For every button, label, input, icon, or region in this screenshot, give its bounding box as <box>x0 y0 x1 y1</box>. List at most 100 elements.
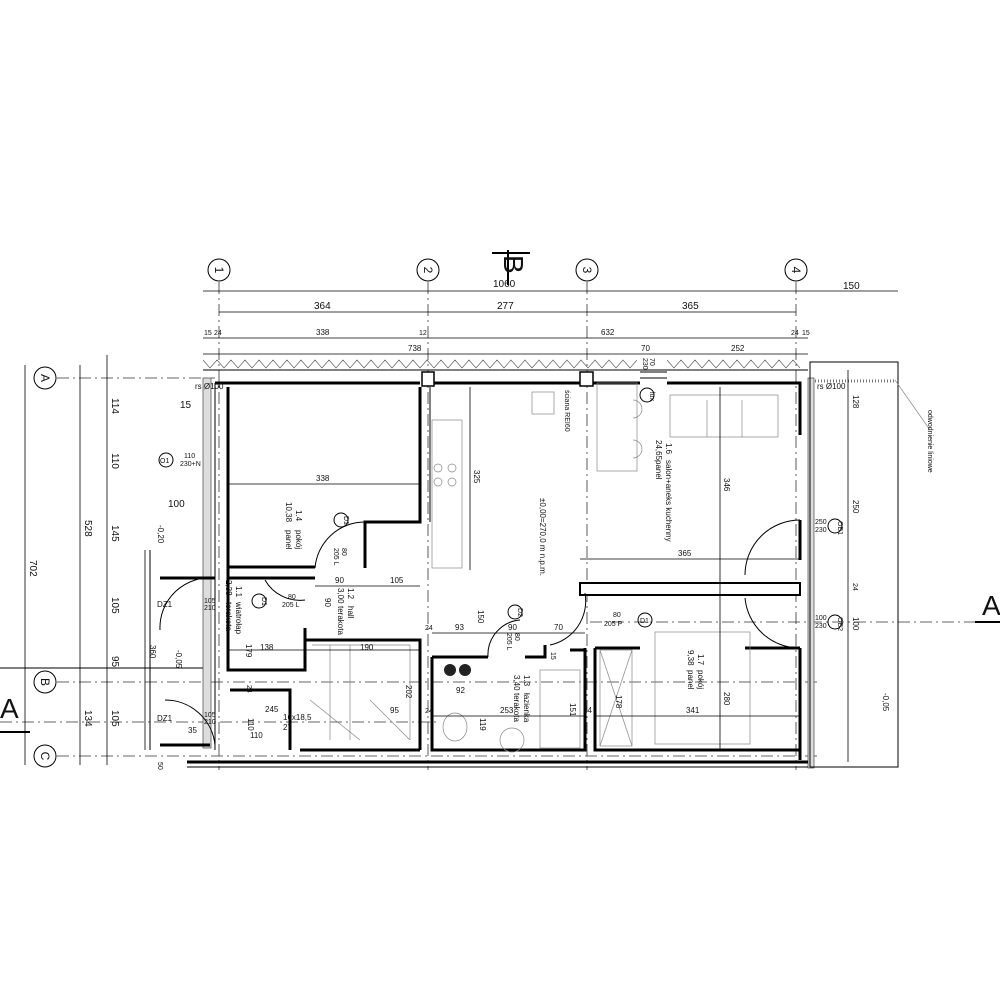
door-tag: D1 <box>342 516 349 525</box>
dim-text: 150 <box>476 610 485 624</box>
door-tag: D1 <box>640 618 649 625</box>
dim-text: 365 <box>678 549 692 558</box>
furniture <box>309 382 779 753</box>
door-tag: DZ1 <box>157 600 173 609</box>
level-label: ±0,00=270,0 m n.p.m. <box>538 498 547 576</box>
room-1-3: 1.3 łazienka 3,40 terakota <box>512 675 531 723</box>
door-height: 210 <box>204 719 216 726</box>
room-labels: 1.4 pokój 10,38 panel 1.1 wiatrołap 2,38… <box>224 440 705 723</box>
dim-text: 325 <box>472 470 481 484</box>
dim-inner-depth: 528 <box>82 520 93 537</box>
axis-a-label: A <box>38 374 52 382</box>
room-floor: terakota <box>224 602 233 631</box>
room-name: łazienka <box>522 693 531 723</box>
fire-wall-label: ściana REI60 <box>563 390 570 432</box>
room-floor: panel <box>284 530 293 550</box>
door-width: 80 <box>613 612 621 619</box>
dim-total-depth: 702 <box>27 560 38 577</box>
dim-text: 202 <box>404 685 413 699</box>
window-width: 110 <box>184 453 195 460</box>
door-width: 105 <box>204 598 216 605</box>
room-number: 1.1 <box>234 586 243 598</box>
room-name: pokój <box>294 530 303 549</box>
window-tags: O1 110 230+N OB1 250 230 OB2 100 230 <box>158 452 843 631</box>
washbasin <box>499 727 525 753</box>
dim-text: 151 <box>568 703 577 717</box>
window-width: 100 <box>815 615 827 622</box>
dim-15: 15 <box>180 400 192 411</box>
room-floor: terakota <box>512 693 521 722</box>
room-area: 10,38 <box>284 502 293 523</box>
dim-wall: 15 <box>802 330 810 337</box>
room-area: 3,40 <box>512 675 521 691</box>
room-1-4: 1.4 pokój 10,38 panel <box>284 502 303 550</box>
dim-text: 70 <box>554 623 563 632</box>
door-tag: DZ1 <box>157 714 173 723</box>
dim-text: 100 <box>851 617 860 631</box>
window-height: 230+N <box>180 461 201 468</box>
dim-seg: 95 <box>109 656 120 668</box>
downpipe-label: rs Ø100 <box>195 382 224 391</box>
lux-marker: lux <box>648 392 655 401</box>
dim-text: 92 <box>456 686 465 695</box>
axis-b-label: B <box>38 678 52 686</box>
section-marker-b: B <box>498 255 529 274</box>
dim-text: 105 <box>390 576 404 585</box>
door-tag: D1 <box>260 597 267 606</box>
door-height: 205 L <box>332 548 339 566</box>
dim-text: 90 <box>335 576 344 585</box>
terrace-outline <box>809 361 899 768</box>
dim-wall: 24 <box>791 330 799 337</box>
door-height: 205 L <box>282 602 300 609</box>
axis-1-label: 1 <box>212 267 226 274</box>
left-dimensions: 702 528 114 110 145 105 95 105 134 15 10… <box>24 355 192 770</box>
dim-bay-3: 365 <box>682 301 699 312</box>
room-floor: panel <box>686 670 695 690</box>
dim-seg: 134 <box>82 710 93 727</box>
dim-wall: 15 <box>204 330 212 337</box>
dim-text: 178 <box>614 695 623 709</box>
wardrobe <box>599 649 633 747</box>
dim-wall: 24 <box>214 330 222 337</box>
dim-text: 179 <box>244 644 253 658</box>
dim-360: 360 <box>148 645 157 659</box>
section-marker-right: A <box>982 590 1000 621</box>
dim-text: 24 <box>425 625 433 632</box>
room-name: hall <box>346 606 355 619</box>
dim-text: 24 <box>851 583 858 591</box>
stairs-label: 27 <box>283 723 292 732</box>
dim-text: 24 <box>425 708 433 715</box>
dim-room: 632 <box>601 328 615 337</box>
door-width: 80 <box>340 548 347 556</box>
room-number: 1.4 <box>294 510 303 522</box>
axis-markers: 1 2 3 4 A B C A A B <box>0 255 1000 768</box>
dim-total-width: 1060 <box>493 279 516 290</box>
window-width: 250 <box>815 519 827 526</box>
dim-bay-2: 277 <box>497 301 514 312</box>
dim-text: 110 <box>246 718 255 731</box>
room-1-7: 1.7 pokój 9,38 panel <box>686 650 705 690</box>
room-number: 1.7 <box>696 654 705 666</box>
room-1-2: 1.2 hall 3,00 terakota <box>336 588 355 635</box>
dim-text: 15 <box>549 652 556 660</box>
dim-text: 245 <box>265 705 279 714</box>
dim-text: 280 <box>722 692 731 706</box>
dim-window: 70 <box>641 344 650 353</box>
door-height: 205 L <box>505 633 512 651</box>
room-area: 2,38 <box>224 580 233 596</box>
bed <box>654 631 751 745</box>
room-area: 3,00 <box>336 588 345 604</box>
window-height: 230 <box>815 623 827 630</box>
dim-text: 338 <box>316 474 330 483</box>
dim-text: 253 <box>500 706 514 715</box>
door-tags: D1 80 205 L D1 80 205 L D2 80 205 L D1 8… <box>157 512 653 726</box>
annotations: rs Ø100 rs Ø100 ściana REI60 odwodnienie… <box>156 382 933 732</box>
dim-50: 50 <box>156 762 163 770</box>
dim-text: 24 <box>583 706 592 715</box>
room-floor: panel <box>654 460 663 480</box>
room-name: wiatrołap <box>234 601 243 635</box>
insulation-left <box>202 377 212 749</box>
room-1-6: 1.6 salon+aneks kuchenny 24,65 panel <box>654 440 673 542</box>
toilet <box>442 712 468 742</box>
